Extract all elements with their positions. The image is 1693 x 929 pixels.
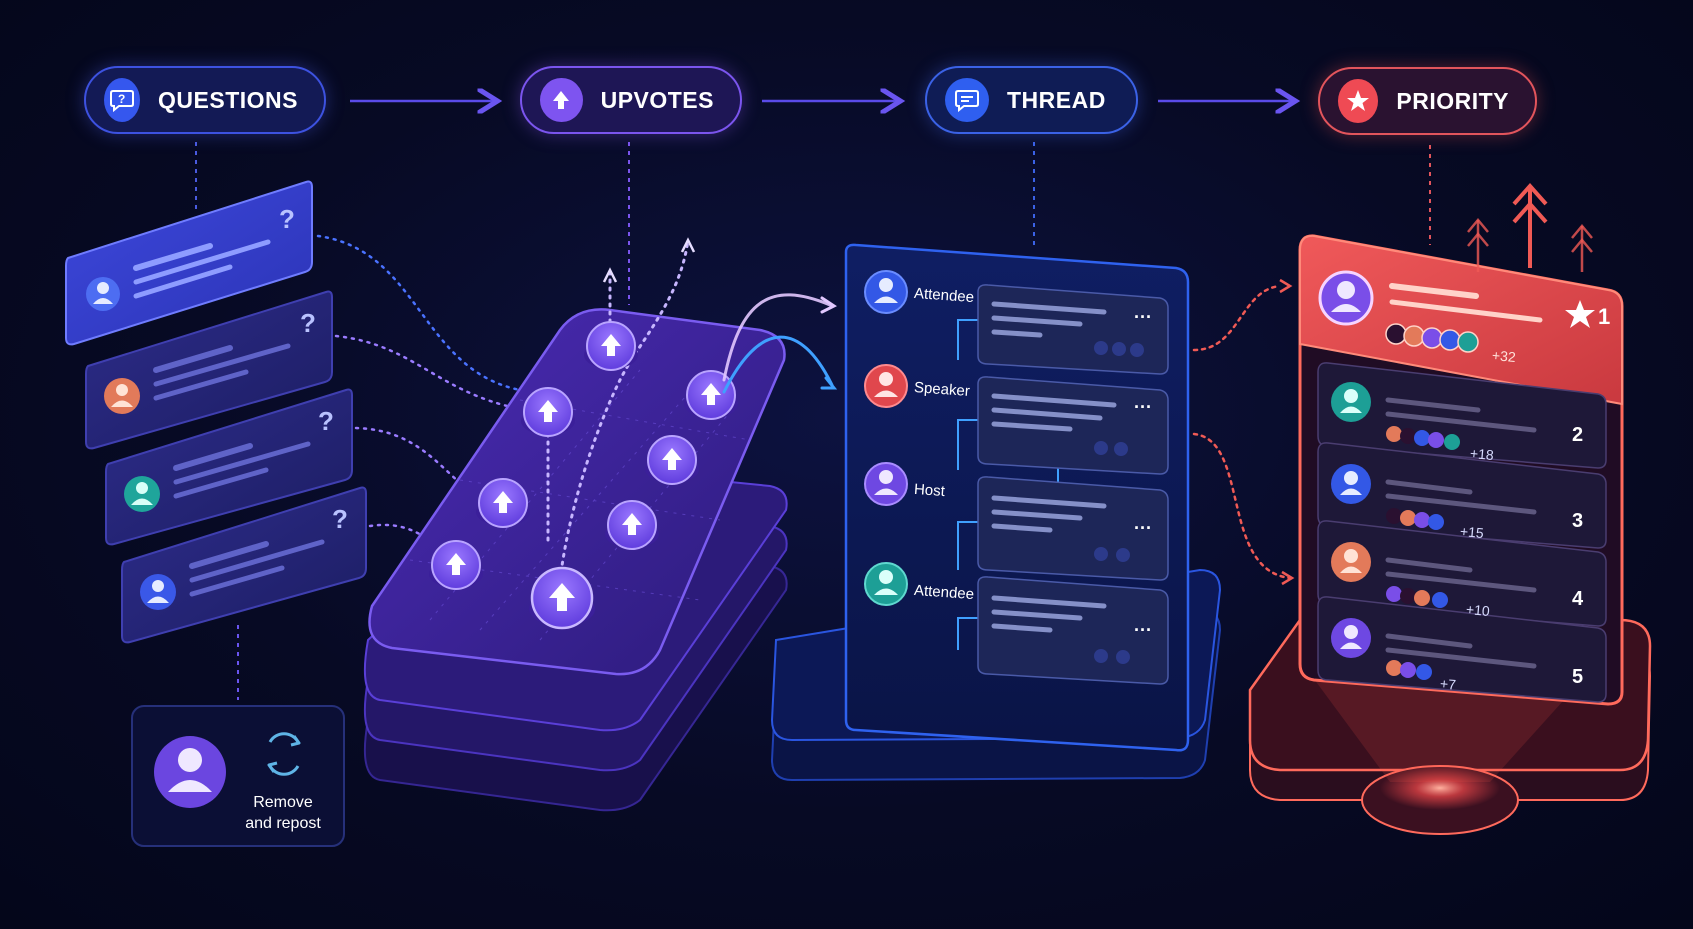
thread-to-priority-flows	[1192, 284, 1292, 580]
upvote-platform	[363, 237, 788, 812]
repost-icon[interactable]	[267, 732, 301, 776]
thread-messages	[977, 284, 1169, 685]
upvote-button[interactable]	[529, 566, 595, 630]
priority-card-3[interactable]	[1317, 442, 1607, 549]
star-icon	[1338, 79, 1379, 123]
priority-card-2[interactable]	[1317, 362, 1607, 469]
question-card-4[interactable]	[121, 486, 367, 644]
question-card-3[interactable]	[105, 388, 353, 546]
stage-upvotes-label: UPVOTES	[600, 86, 714, 113]
priority-arrows	[1467, 182, 1593, 272]
stage-questions[interactable]: ? QUESTIONS	[84, 66, 326, 134]
upvote-button[interactable]	[605, 500, 659, 550]
thread-role-label: Host	[913, 480, 946, 501]
priority-count-4: +10	[1465, 600, 1491, 620]
pill-drop-lines	[195, 142, 1431, 700]
priority-rank-4: 4	[1572, 588, 1584, 610]
priority-count-5: +7	[1439, 675, 1457, 693]
question-mark-1: ?	[279, 204, 295, 234]
upvote-buttons	[429, 321, 738, 630]
upvote-button[interactable]	[429, 540, 483, 590]
star-icon	[1565, 300, 1595, 328]
more-icon[interactable]: ···	[1134, 397, 1152, 417]
priority-rank-5: 5	[1572, 666, 1584, 688]
stage-questions-label: QUESTIONS	[158, 86, 298, 113]
thread-more-dots: ··· ··· ··· ···	[1134, 307, 1152, 640]
more-icon[interactable]: ···	[1134, 518, 1152, 538]
thread-message-3[interactable]	[977, 476, 1169, 581]
thread-avatars	[864, 270, 908, 606]
question-card-2[interactable]	[85, 290, 333, 450]
priority-count-2: +18	[1469, 444, 1495, 464]
priority-card-5[interactable]	[1317, 596, 1607, 703]
priority-card-4[interactable]	[1317, 520, 1607, 627]
question-card-1[interactable]	[65, 180, 313, 346]
stage-priority[interactable]: PRIORITY	[1318, 67, 1537, 135]
priority-count-1: +32	[1491, 346, 1517, 366]
question-chat-icon: ?	[104, 78, 141, 122]
question-cards	[65, 180, 367, 644]
stage-thread-label: THREAD	[1007, 86, 1106, 113]
priority-rank-3: 3	[1572, 510, 1584, 532]
chat-bubble-icon	[945, 78, 989, 122]
thread-message-4[interactable]	[977, 576, 1169, 685]
upvote-button[interactable]	[684, 370, 738, 420]
priority-rank-1: 1	[1598, 304, 1611, 329]
priority-rank-2: 2	[1572, 424, 1584, 446]
priority-ranked-cards	[1317, 362, 1607, 703]
moderation-box	[131, 705, 345, 847]
more-icon[interactable]: ···	[1134, 620, 1152, 640]
question-mark-2: ?	[300, 308, 316, 338]
stage-thread[interactable]: THREAD	[925, 66, 1138, 134]
upvote-button[interactable]	[645, 435, 699, 485]
stage-priority-label: PRIORITY	[1396, 87, 1509, 114]
thread-message-2[interactable]	[977, 376, 1169, 475]
remove-and-repost-label: Remove and repost	[245, 794, 321, 832]
question-mark-4: ?	[332, 504, 348, 534]
upvote-to-thread-flows	[722, 293, 838, 394]
up-arrow-icon	[540, 78, 583, 122]
priority-top-card[interactable]	[1318, 270, 1595, 353]
priority-count-3: +15	[1459, 522, 1485, 542]
stage-upvotes[interactable]: UPVOTES	[520, 66, 742, 134]
upvote-button[interactable]	[521, 387, 575, 437]
upvote-button[interactable]	[476, 478, 530, 528]
upvote-button[interactable]	[584, 321, 638, 371]
thread-message-1[interactable]	[977, 284, 1169, 375]
svg-text:?: ?	[118, 92, 126, 106]
question-marks: ? ? ? ?	[279, 204, 348, 534]
question-mark-3: ?	[318, 406, 334, 436]
more-icon[interactable]: ···	[1134, 307, 1152, 327]
